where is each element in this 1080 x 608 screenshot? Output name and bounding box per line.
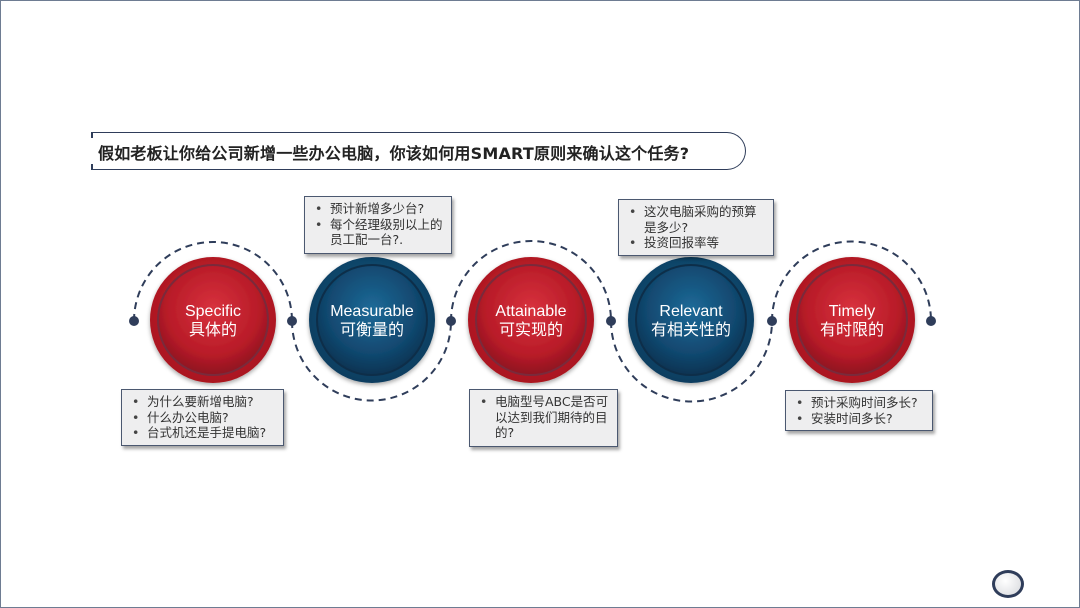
step-relevant-label: Relevant 有相关性的: [626, 302, 756, 340]
note-measurable: 预计新增多少台? 每个经理级别以上的员工配一台?.: [304, 196, 452, 254]
step-specific-label: Specific 具体的: [148, 302, 278, 340]
dashed-connector-arcs: [133, 240, 932, 403]
step-zh: 有时限的: [819, 322, 884, 339]
step-en: Specific: [184, 303, 242, 320]
step-zh: 有相关性的: [650, 322, 731, 339]
circle-measurable: [309, 257, 435, 383]
connector-dots: [129, 316, 936, 326]
step-zh: 可衡量的: [339, 322, 404, 339]
note-relevant: 这次电脑采购的预算是多少? 投资回报率等: [618, 199, 774, 256]
note-item: 每个经理级别以上的员工配一台?.: [313, 217, 443, 248]
note-attainable: 电脑型号ABC是否可以达到我们期待的目的?: [469, 389, 618, 447]
circle-timely: [789, 257, 915, 383]
note-timely: 预计采购时间多长? 安装时间多长?: [785, 390, 933, 431]
step-en: Timely: [828, 303, 876, 320]
note-item: 预计新增多少台?: [313, 201, 443, 217]
note-item: 电脑型号ABC是否可以达到我们期待的目的?: [478, 394, 609, 441]
slide-title: 假如老板让你给公司新增一些办公电脑，你该如何用SMART原则来确认这个任务?: [98, 144, 690, 163]
circle-specific: [150, 257, 276, 383]
title-banner: [91, 132, 746, 170]
step-measurable-label: Measurable 可衡量的: [307, 302, 437, 340]
note-item: 预计采购时间多长?: [794, 395, 924, 411]
step-zh: 可实现的: [498, 322, 563, 339]
note-specific: 为什么要新增电脑? 什么办公电脑? 台式机还是手提电脑?: [121, 389, 284, 446]
step-en: Measurable: [330, 303, 414, 320]
note-item: 这次电脑采购的预算是多少?: [627, 204, 765, 235]
note-item: 安装时间多长?: [794, 411, 924, 427]
circle-attainable: [468, 257, 594, 383]
circle-relevant: [628, 257, 754, 383]
note-item: 什么办公电脑?: [130, 410, 275, 426]
note-item: 为什么要新增电脑?: [130, 394, 275, 410]
step-en: Attainable: [495, 303, 567, 320]
note-item: 投资回报率等: [627, 235, 765, 251]
step-en: Relevant: [659, 303, 723, 320]
slide-nav-button[interactable]: [992, 570, 1024, 598]
step-attainable-label: Attainable 可实现的: [466, 302, 596, 340]
step-zh: 具体的: [188, 322, 237, 339]
step-timely-label: Timely 有时限的: [787, 302, 917, 340]
note-item: 台式机还是手提电脑?: [130, 425, 275, 441]
